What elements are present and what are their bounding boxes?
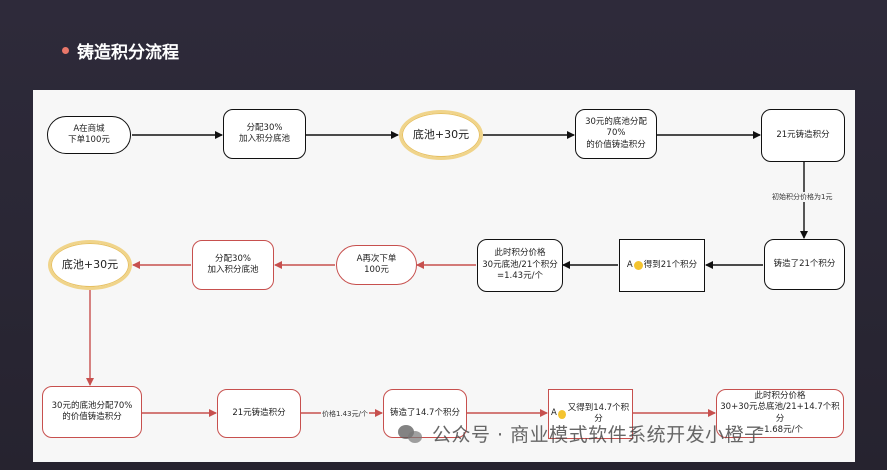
node-21-mint-2: 21元铸造积分 — [217, 389, 301, 438]
node-order-100: A在商城 下单100元 — [47, 116, 131, 154]
label-price-143: 价格1.43元/个 — [321, 409, 369, 419]
label-initial-price: 初始积分价格为1元 — [771, 192, 834, 202]
node-pool-70-mint: 30元的底池分配70% 的价值铸造积分 — [575, 109, 657, 159]
node-allocate-30-2: 分配30% 加入积分底池 — [192, 240, 274, 290]
wechat-icon — [398, 423, 424, 445]
node-minted-21: 铸造了21个积分 — [764, 239, 845, 290]
node-a-label-2: A — [551, 408, 557, 419]
slide-title: 铸造积分流程 — [62, 38, 179, 63]
node-got-text-2: 又得到14.7个积分 — [567, 402, 630, 424]
node-price-143: 此时积分价格 30元底池/21个积分 =1.43元/个 — [477, 239, 563, 292]
node-got-text: 得到21个积分 — [643, 259, 698, 270]
watermark: 公众号 · 商业模式软件系统开发小橙子 — [398, 420, 764, 447]
smile-emoji-icon — [633, 261, 643, 270]
smile-emoji-icon — [557, 409, 566, 419]
node-21-mint: 21元铸造积分 — [761, 109, 845, 162]
node-pool-plus-30-2: 底池+30元 — [48, 240, 132, 290]
node-pool-plus-30: 底池+30元 — [399, 110, 483, 160]
node-a-got-21: A 得到21个积分 — [619, 239, 705, 292]
node-minted-147: 铸造了14.7个积分 — [383, 389, 467, 438]
node-a-label: A — [626, 259, 633, 270]
node-price-168: 此时积分价格 30+30元总底池/21+14.7个积分 =1.68元/个 — [716, 389, 844, 438]
node-allocate-30: 分配30% 加入积分底池 — [223, 109, 306, 159]
node-pool-70-mint-2: 30元的底池分配70% 的价值铸造积分 — [42, 386, 142, 438]
watermark-text: 公众号 · 商业模式软件系统开发小橙子 — [432, 424, 764, 446]
flowchart-canvas: A在商城 下单100元 分配30% 加入积分底池 底池+30元 30元的底池分配… — [33, 90, 855, 462]
title-bullet — [62, 47, 69, 54]
title-text: 铸造积分流程 — [77, 43, 179, 63]
node-a-got-147: A 又得到14.7个积分 — [548, 389, 633, 439]
node-reorder-100: A再次下单 100元 — [336, 245, 417, 285]
